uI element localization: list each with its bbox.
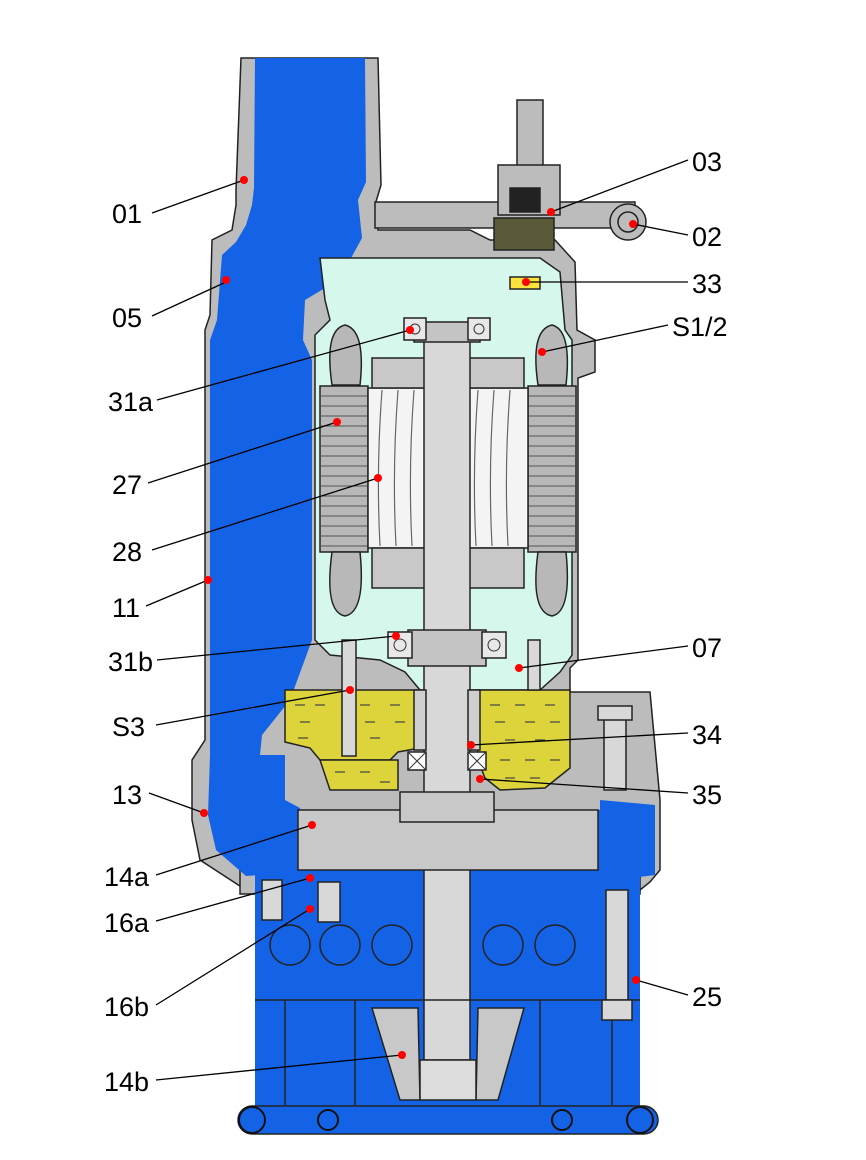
marker-14a: [308, 821, 316, 829]
label-14a: 14a: [104, 862, 150, 892]
upper-bearing: [403, 317, 491, 341]
label-16b: 16b: [104, 992, 149, 1022]
marker-S12: [538, 348, 546, 356]
bolts: [261, 639, 633, 1021]
shaft: [407, 321, 487, 1061]
impeller: [297, 791, 599, 871]
label-03: 03: [692, 147, 722, 177]
label-13: 13: [112, 780, 142, 810]
label-05: 05: [112, 303, 142, 333]
stator-windings: [319, 324, 577, 617]
part-labels: 01 05 31a 27 28 11 31b S3 13 14a 16a 16b…: [104, 147, 728, 1097]
marker-01: [240, 176, 248, 184]
marker-14b: [398, 1051, 406, 1059]
cable-entry: [493, 99, 561, 290]
marker-03: [547, 208, 555, 216]
marker-02: [629, 220, 637, 228]
marker-13: [200, 809, 208, 817]
marker-S3: [346, 686, 354, 694]
label-11: 11: [112, 593, 140, 623]
marker-35: [476, 775, 484, 783]
marker-28: [374, 474, 382, 482]
label-01: 01: [112, 199, 142, 229]
label-33: 33: [692, 269, 722, 299]
mechanical-seals: [407, 689, 487, 771]
marker-33: [522, 278, 530, 286]
label-34: 34: [692, 720, 722, 750]
label-02: 02: [692, 222, 722, 252]
label-14b: 14b: [104, 1067, 149, 1097]
marker-dots: [200, 176, 640, 1059]
carry-handle: [609, 203, 647, 241]
label-16a: 16a: [104, 908, 150, 938]
label-07: 07: [692, 633, 722, 663]
label-28: 28: [112, 537, 142, 567]
marker-05: [222, 276, 230, 284]
label-27: 27: [112, 470, 142, 500]
strainer-cage: [237, 924, 659, 1135]
marker-11: [204, 576, 212, 584]
label-S12: S1/2: [672, 312, 728, 342]
label-35: 35: [692, 780, 722, 810]
marker-16b: [306, 905, 314, 913]
marker-27: [333, 418, 341, 426]
marker-25: [632, 976, 640, 984]
marker-31a: [406, 326, 414, 334]
marker-31b: [392, 632, 400, 640]
marker-34: [467, 741, 475, 749]
label-31a: 31a: [108, 387, 154, 417]
label-31b: 31b: [108, 647, 153, 677]
label-25: 25: [692, 982, 722, 1012]
leader-lines: [145, 159, 689, 1081]
marker-07: [515, 664, 523, 672]
marker-16a: [306, 874, 314, 882]
label-S3: S3: [112, 712, 145, 742]
